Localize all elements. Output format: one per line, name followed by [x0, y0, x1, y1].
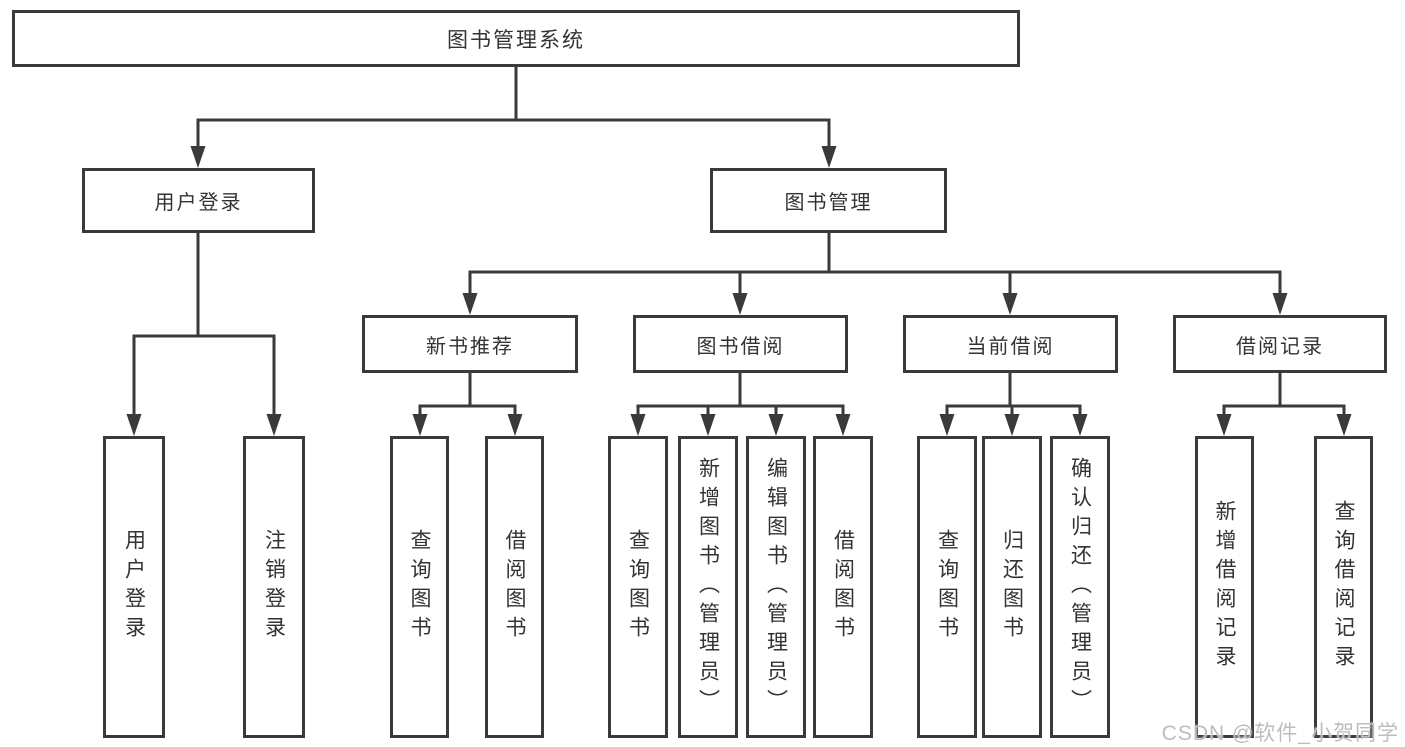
node-label: 图书借阅 [696, 335, 785, 358]
leaf-label: 新增借阅记录 [1213, 500, 1236, 674]
node-label: 用户登录 [154, 192, 243, 214]
node-label: 新书推荐 [426, 335, 514, 358]
node-borrowing-records: 借阅记录 [1173, 315, 1387, 373]
leaf-query-borrow-record: 查询借阅记录 [1314, 436, 1373, 738]
node-label: 图书管理 [784, 192, 873, 214]
leaf-add-borrow-record: 新增借阅记录 [1195, 436, 1254, 738]
leaf-label: 查询图书 [935, 529, 959, 645]
leaf-query-books-current: 查询图书 [917, 436, 977, 738]
leaf-label: 用户登录 [122, 529, 146, 645]
leaf-label: 新增图书（管理员） [696, 456, 720, 718]
leaf-label: 归还图书 [1000, 529, 1024, 645]
node-library-management-system: 图书管理系统 [12, 10, 1020, 67]
watermark-csdn: CSDN @软件_小贺同学 [1161, 722, 1399, 745]
leaf-confirm-return-admin: 确认归还（管理员） [1050, 436, 1110, 738]
leaf-label: 确认归还（管理员） [1068, 456, 1092, 718]
node-new-book-recommendation: 新书推荐 [362, 315, 578, 373]
leaf-borrow-books: 借阅图书 [813, 436, 873, 738]
leaf-query-books-borrowing: 查询图书 [608, 436, 668, 738]
leaf-user-login: 用户登录 [103, 436, 165, 738]
node-book-borrowing: 图书借阅 [633, 315, 848, 373]
leaf-label: 借阅图书 [503, 529, 526, 645]
node-current-borrowing: 当前借阅 [903, 315, 1118, 373]
node-label: 当前借阅 [966, 335, 1055, 358]
node-label: 借阅记录 [1236, 335, 1324, 358]
leaf-edit-book-admin: 编辑图书（管理员） [746, 436, 806, 738]
leaf-label: 查询借阅记录 [1332, 500, 1355, 674]
leaf-label: 查询图书 [626, 529, 650, 645]
leaf-add-book-admin: 新增图书（管理员） [678, 436, 738, 738]
leaf-logout: 注销登录 [243, 436, 305, 738]
leaf-query-books-recommend: 查询图书 [390, 436, 449, 738]
leaf-borrow-books-recommend: 借阅图书 [485, 436, 544, 738]
node-user-login: 用户登录 [82, 168, 315, 233]
node-book-management: 图书管理 [710, 168, 947, 233]
leaf-return-books: 归还图书 [982, 436, 1042, 738]
node-label: 图书管理系统 [447, 28, 585, 52]
leaf-label: 编辑图书（管理员） [764, 456, 788, 718]
leaf-label: 注销登录 [262, 529, 286, 645]
leaf-label: 查询图书 [408, 529, 431, 645]
leaf-label: 借阅图书 [831, 529, 855, 645]
